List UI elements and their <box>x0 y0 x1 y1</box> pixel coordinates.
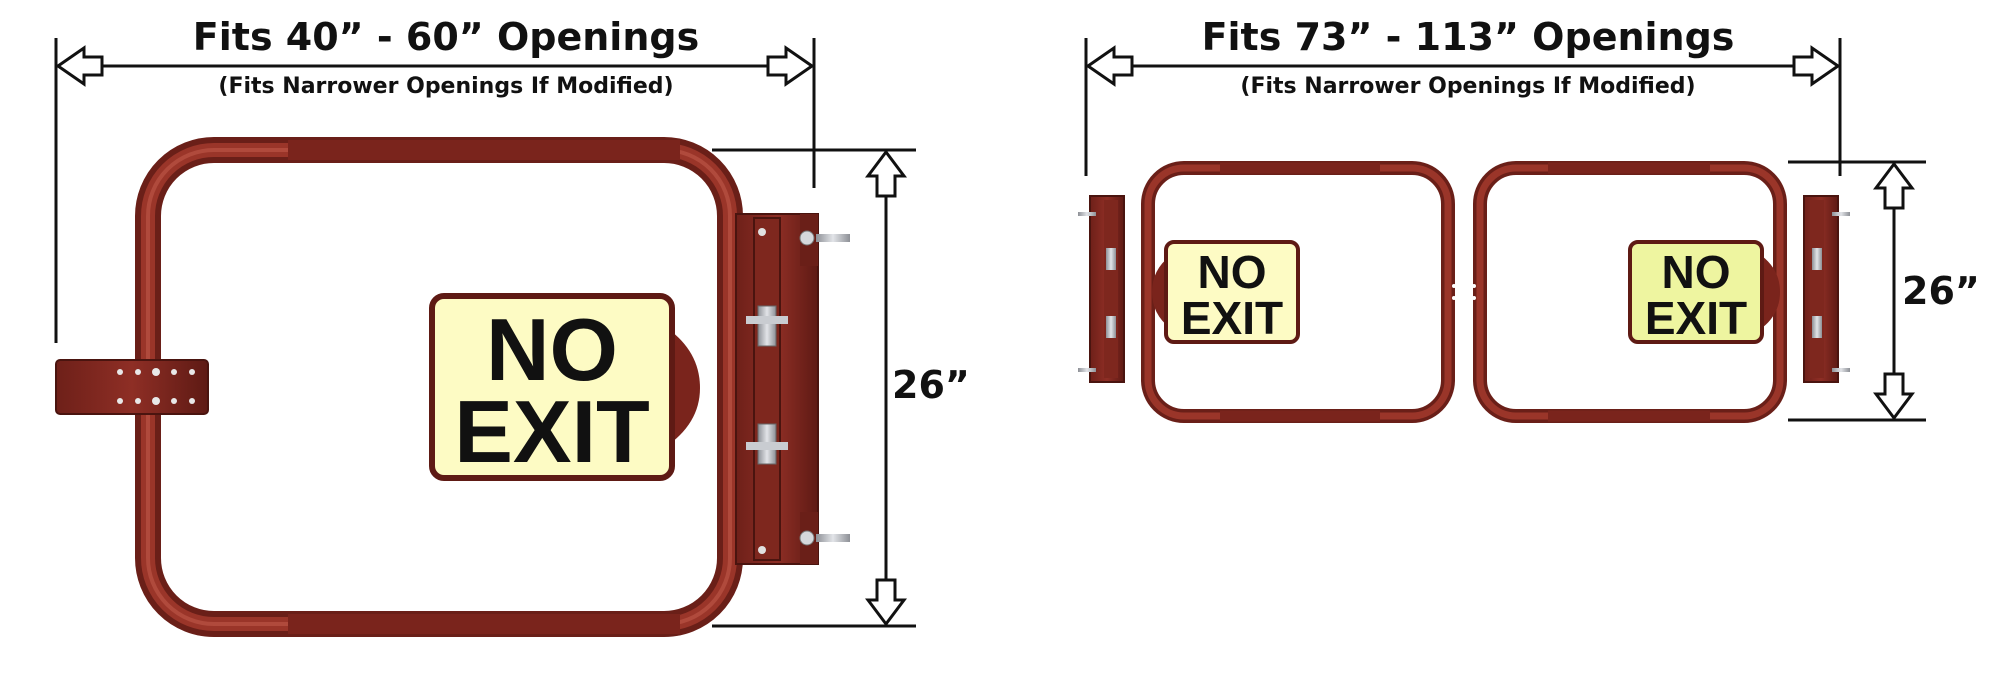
double-gate-height-dimension: 26” <box>1788 160 1980 422</box>
single-gate-width-title: Fits 40” - 60” Openings <box>193 15 699 59</box>
single-gate-height-dimension: 26” <box>712 148 970 628</box>
lag-screw-bottom-icon <box>799 530 850 546</box>
arrow-right-icon <box>1792 45 1841 87</box>
right-leaf-sign-panel <box>1628 240 1764 344</box>
right-sign-line-exit: EXIT <box>1645 292 1747 344</box>
sign-line-no: NO <box>486 300 618 399</box>
left-sign-line-exit: EXIT <box>1181 292 1283 344</box>
single-gate-height-label: 26” <box>892 363 970 407</box>
double-gate-right-leaf: NO EXIT <box>1472 161 1850 423</box>
hinge-spring-tube <box>753 217 781 561</box>
double-gate-width-subtitle: (Fits Narrower Openings If Modified) <box>1240 74 1695 99</box>
single-gate-sign: NO EXIT <box>429 293 700 481</box>
double-gate-height-label: 26” <box>1902 269 1980 313</box>
arrow-up-icon <box>1873 161 1915 210</box>
arrow-left-icon <box>1085 45 1134 87</box>
double-gate-left-leaf: NO EXIT <box>1078 161 1456 423</box>
single-gate-hinge <box>735 213 850 565</box>
tension-nut-upper-icon <box>746 305 788 347</box>
tension-nut-lower-icon <box>746 423 788 465</box>
right-sign-line-no: NO <box>1662 246 1731 298</box>
lag-screw-top-icon <box>799 230 850 246</box>
arrow-right-icon <box>766 45 815 87</box>
single-gate-width-subtitle: (Fits Narrower Openings If Modified) <box>218 74 673 99</box>
sign-line-exit: EXIT <box>454 382 650 481</box>
arrow-down-icon <box>865 578 907 627</box>
sign-panel <box>429 293 675 481</box>
left-sign-line-no: NO <box>1198 246 1267 298</box>
strike-plate <box>55 359 209 415</box>
left-leaf-sign-panel <box>1164 240 1300 344</box>
arrow-down-icon <box>1873 372 1915 421</box>
double-gate-width-title: Fits 73” - 113” Openings <box>1202 15 1735 59</box>
arrow-up-icon <box>865 149 907 198</box>
single-gate-width-dimension: Fits 40” - 60” Openings (Fits Narrower O… <box>54 15 816 343</box>
double-gate-section: Fits 73” - 113” Openings (Fits Narrower … <box>1078 15 1980 423</box>
double-gate-width-dimension: Fits 73” - 113” Openings (Fits Narrower … <box>1084 15 1842 176</box>
arrow-left-icon <box>55 45 104 87</box>
single-gate-section: Fits 40” - 60” Openings (Fits Narrower O… <box>54 15 970 637</box>
